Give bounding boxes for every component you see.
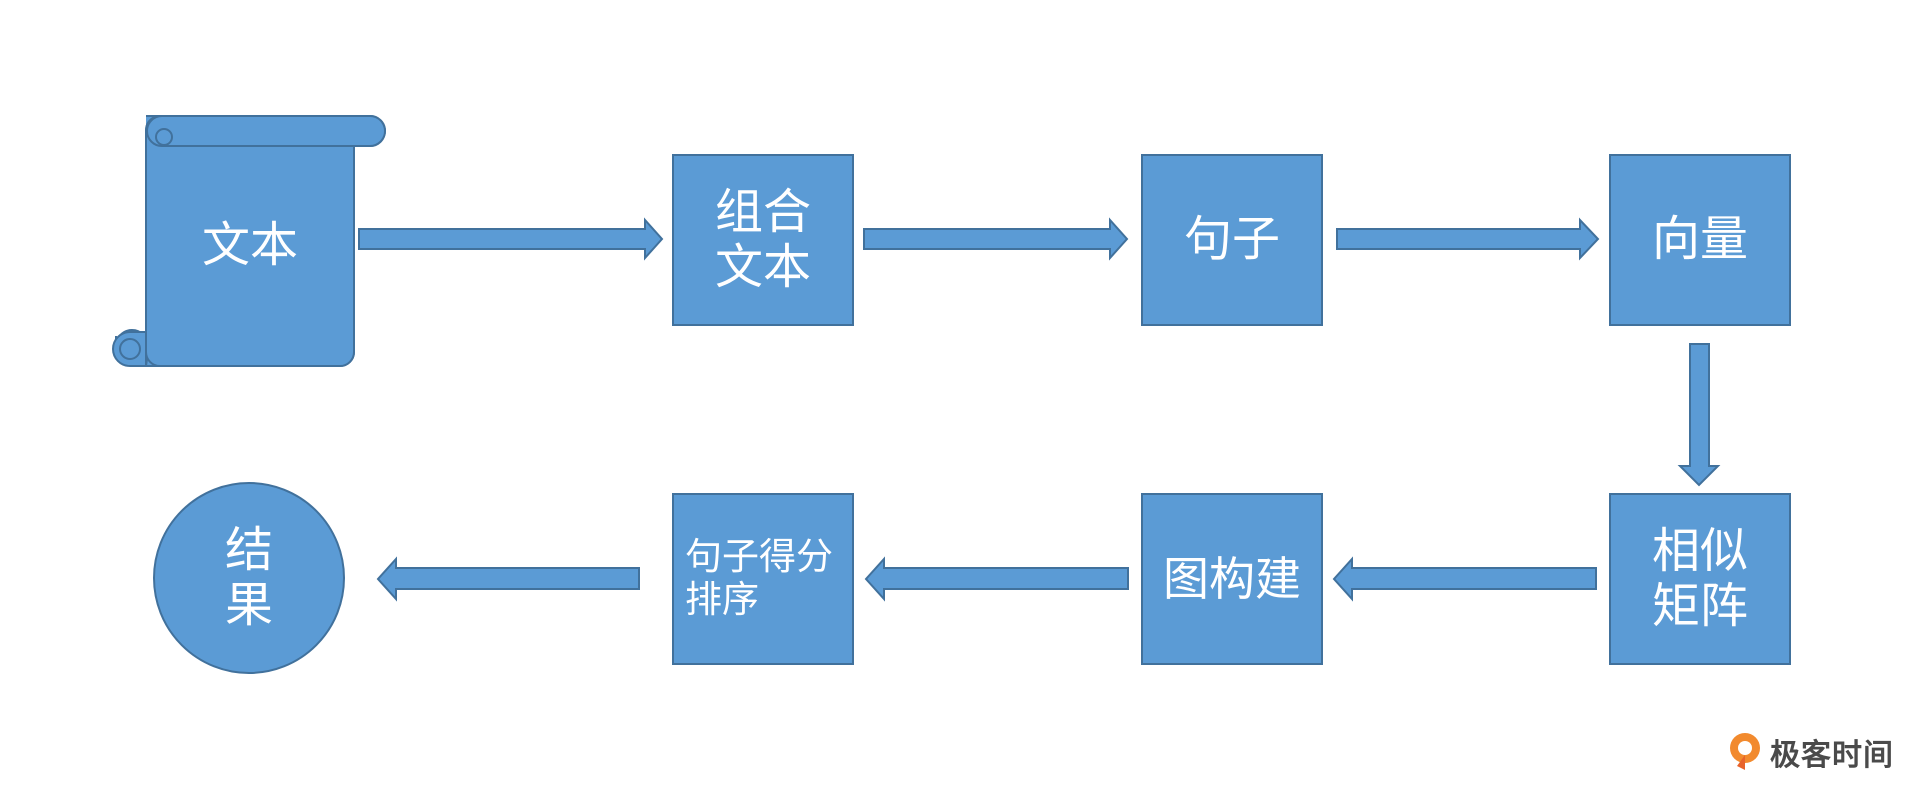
arrow-sentence-to-vector [1336,217,1600,261]
label-text: 文本 [201,217,298,274]
label-sentence: 句子 [1183,211,1280,268]
scroll-shape [112,115,386,367]
label-ranking: 句子得分 排序 [685,535,833,621]
label-combine-text: 组合 文本 [714,183,811,295]
box-ranking [672,493,854,665]
label-similarity: 相似 矩阵 [1651,522,1748,634]
result-circle [153,482,345,674]
arrow-combine-to-sentence [863,217,1129,261]
box-combine-text [672,154,854,326]
arrow-vector-to-similarity [1677,343,1721,487]
brand-watermark: 极客时间 [1726,727,1894,777]
box-graph [1141,493,1323,665]
arrow-similarity-to-graph [1332,556,1597,602]
box-similarity [1609,493,1791,665]
label-vector: 向量 [1651,211,1748,268]
label-result: 结 果 [224,521,273,633]
arrow-graph-to-ranking [864,556,1129,602]
arrow-text-to-combine [358,217,664,261]
box-sentence [1141,154,1323,326]
arrow-ranking-to-result [376,556,640,602]
brand-name: 极客时间 [1770,738,1894,773]
label-graph: 图构建 [1163,551,1301,606]
box-vector [1609,154,1791,326]
geektime-logo-icon [1730,733,1760,770]
